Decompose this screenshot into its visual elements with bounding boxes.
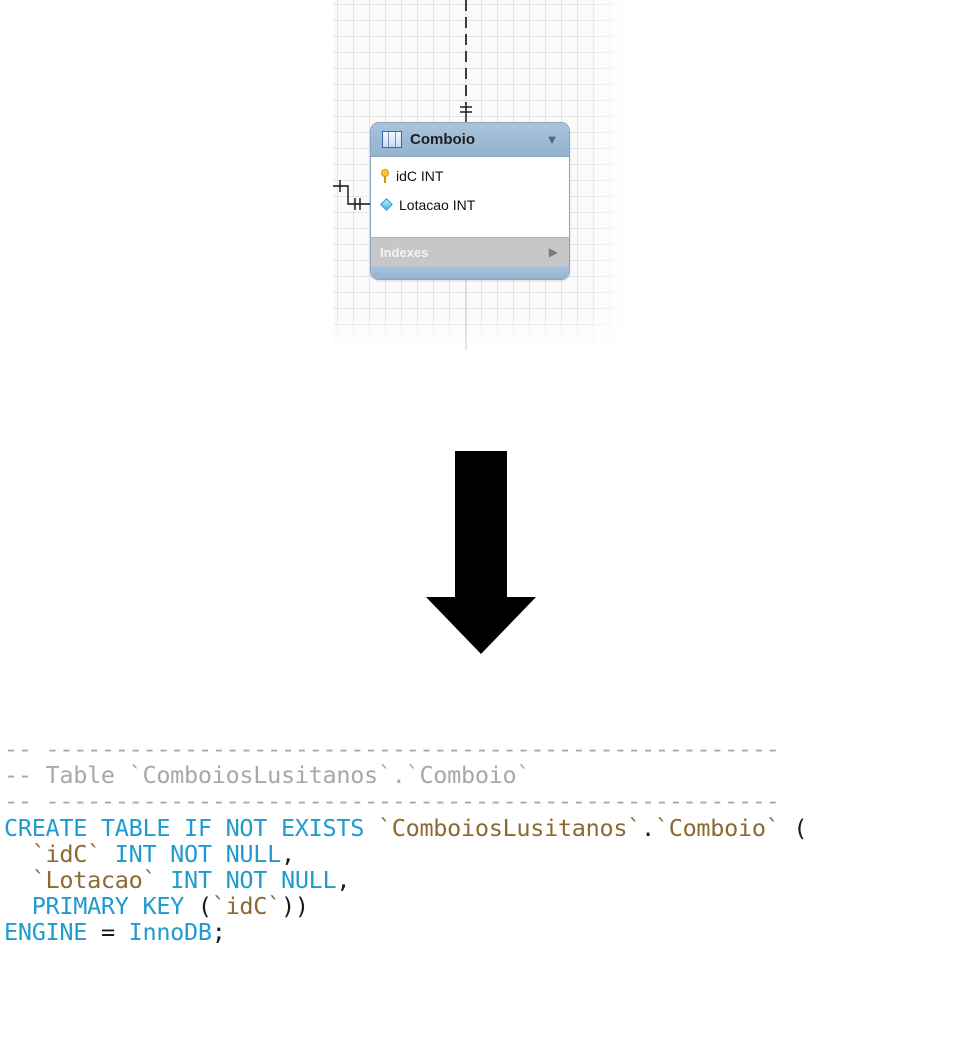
sql-identifier: `idC`: [4, 839, 102, 868]
column-label: idC INT: [396, 167, 444, 184]
sql-comment-rule: -- -------------------------------------…: [4, 735, 780, 763]
sql-keyword: INT NOT NULL: [100, 839, 281, 868]
down-arrow-icon: [426, 451, 536, 654]
sql-punctuation: ;: [211, 918, 226, 947]
entity-columns: idC INT Lotacao INT: [371, 157, 569, 237]
expand-arrow-icon[interactable]: ▶: [548, 245, 558, 259]
relationship-line-left: [333, 185, 370, 205]
sql-identifier: `ComboiosLusitanos`: [377, 813, 642, 842]
entity-table-comboio[interactable]: Comboio ▼ idC INT Lotacao INT Indexes ▶: [370, 122, 570, 280]
sql-keyword: InnoDB: [128, 918, 212, 947]
column-row-lotacao[interactable]: Lotacao INT: [371, 190, 569, 219]
column-row-idc[interactable]: idC INT: [371, 161, 569, 190]
indexes-label: Indexes: [380, 244, 429, 260]
entity-title: Comboio: [410, 131, 475, 148]
sql-comment-table: -- Table `ComboiosLusitanos`.`Comboio`: [4, 761, 531, 790]
code-line-1: -- -------------------------------------…: [4, 736, 807, 762]
column-label: Lotacao INT: [399, 196, 476, 213]
relationship-connectors: [333, 0, 472, 350]
primary-key-icon: [380, 168, 390, 183]
sql-punctuation: ,: [280, 839, 295, 868]
code-line-7: PRIMARY KEY (`idC`)): [4, 893, 807, 919]
code-line-6: `Lotacao` INT NOT NULL,: [4, 867, 807, 893]
sql-keyword: INT NOT NULL: [156, 865, 337, 894]
sql-identifier: `idC`: [211, 892, 282, 921]
sql-keyword: PRIMARY KEY: [4, 892, 185, 921]
sql-punctuation: =: [87, 918, 129, 947]
code-line-4: CREATE TABLE IF NOT EXISTS `ComboiosLusi…: [4, 813, 808, 842]
code-line-3: -- -------------------------------------…: [4, 788, 807, 814]
sql-punctuation: (: [184, 892, 212, 921]
entity-header[interactable]: Comboio ▼: [371, 123, 569, 157]
sql-identifier: `Comboio`: [654, 813, 780, 842]
indexes-section[interactable]: Indexes ▶: [371, 237, 569, 266]
sql-keyword: ENGINE: [4, 918, 88, 947]
sql-keyword: CREATE TABLE IF NOT EXISTS: [4, 813, 378, 842]
column-diamond-icon: [380, 198, 393, 211]
code-line-2: -- Table `ComboiosLusitanos`.`Comboio`: [4, 762, 807, 788]
entity-footer: [371, 266, 569, 279]
sql-code-block: -- -------------------------------------…: [4, 736, 808, 946]
sql-punctuation: .: [641, 813, 655, 842]
sql-punctuation: ,: [336, 865, 351, 894]
table-icon: [382, 131, 402, 148]
code-line-5: `idC` INT NOT NULL,: [4, 841, 807, 867]
sql-comment-rule: -- -------------------------------------…: [4, 787, 780, 816]
sql-punctuation: (: [779, 813, 808, 842]
code-line-8: ENGINE = InnoDB;: [4, 919, 807, 945]
collapse-arrow-icon[interactable]: ▼: [545, 132, 559, 147]
sql-punctuation: )): [280, 892, 309, 921]
sql-identifier: `Lotacao`: [4, 865, 157, 894]
